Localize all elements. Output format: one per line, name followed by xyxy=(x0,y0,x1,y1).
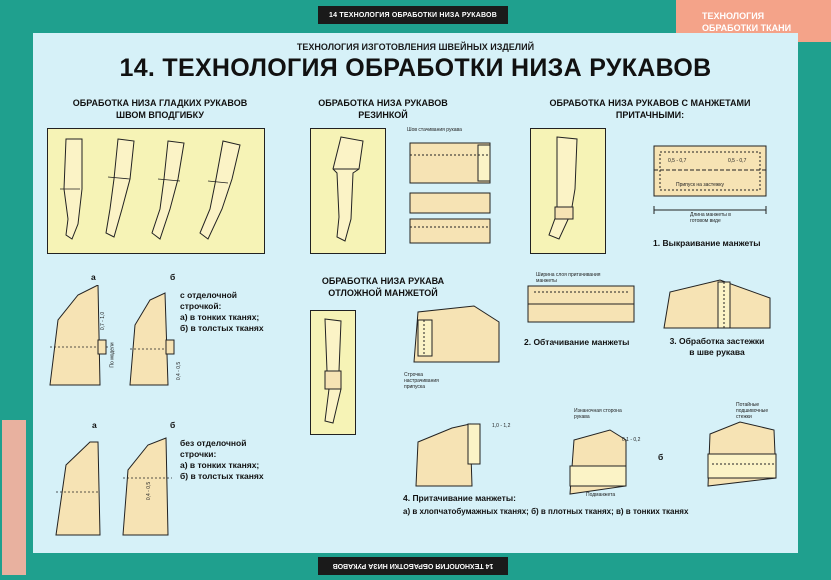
cuff-length-label: Длина манжеты в готовом виде xyxy=(690,212,731,224)
section-turnback-header: ОБРАБОТКА НИЗА РУКАВА ОТЛОЖНОЙ МАНЖЕТОЙ xyxy=(303,275,463,299)
with-stitch-l2: строчкой: xyxy=(180,301,222,311)
poster-subtitle: ТЕХНОЛОГИЯ ИЗГОТОВЛЕНИЯ ШВЕЙНЫХ ИЗДЕЛИЙ xyxy=(296,42,535,52)
dim-label-1: 0,7 - 1,0 xyxy=(100,311,107,331)
turnback-arm-figure xyxy=(310,310,356,435)
section-elastic-line2: РЕЗИНКОЙ xyxy=(358,110,408,120)
section-cuffs-line1: ОБРАБОТКА НИЗА РУКАВОВ С МАНЖЕТАМИ xyxy=(549,98,751,108)
corner-line-2: ОБРАБОТКИ ТКАНИ xyxy=(702,23,792,33)
attach-thin-diagram xyxy=(707,421,777,487)
step-3-line2: в шве рукава xyxy=(689,347,745,357)
section-elastic-line1: ОБРАБОТКА НИЗА РУКАВОВ xyxy=(318,98,448,108)
section-smooth-line2: ШВОМ ВПОДГИБКУ xyxy=(116,110,204,120)
section-turnback-line2: ОТЛОЖНОЙ МАНЖЕТОЙ xyxy=(328,288,438,298)
cuff-placket-diagram xyxy=(663,279,771,329)
publisher-strip xyxy=(2,420,26,575)
turnback-detail-diagram xyxy=(413,305,500,363)
cuff-fold-label: Припуск на застежку xyxy=(676,182,724,188)
cuff-arm-illustration xyxy=(548,136,578,240)
elastic-detail-diagram xyxy=(409,142,491,244)
step-4-label: 4. Притачивание манжеты: xyxy=(403,493,516,503)
turnback-arm-illustration xyxy=(324,318,342,424)
elastic-stitch-label: Шов стачивания рукава xyxy=(407,127,462,133)
cuff-width-label: Ширина слоя притачивания манжеты xyxy=(536,272,601,284)
dim-label-3: 0,4 - 0,5 xyxy=(146,481,153,501)
bottom-title-bar: 14 ТЕХНОЛОГИЯ ОБРАБОТКИ НИЗА РУКАВОВ xyxy=(318,557,508,575)
without-stitch-note: без отделочной строчки: а) в тонких ткан… xyxy=(180,438,264,482)
dim-label-5: 0,5 - 0,7 xyxy=(668,158,687,164)
with-stitch-note: с отделочной строчкой: а) в тонких тканя… xyxy=(180,290,264,334)
hem-no-stitch-diagrams xyxy=(55,437,172,536)
hem-with-stitch-diagrams xyxy=(49,285,175,386)
poster-title: 14. ТЕХНОЛОГИЯ ОБРАБОТКИ НИЗА РУКАВОВ xyxy=(119,54,712,82)
without-stitch-l2: строчки: xyxy=(180,449,217,459)
seam-lines-label: Изнаночная сторона рукава xyxy=(574,408,622,420)
attach-dense-diagram xyxy=(569,429,627,495)
corner-line-1: ТЕХНОЛОГИЯ xyxy=(702,11,765,21)
with-stitch-l1: с отделочной xyxy=(180,290,237,300)
step-3-line1: 3. Обработка застежки xyxy=(669,336,765,346)
step-4-variants: а) в хлопчатобумажных тканях; б) в плотн… xyxy=(403,507,689,516)
top-title-bar: 14 ТЕХНОЛОГИЯ ОБРАБОТКИ НИЗА РУКАВОВ xyxy=(318,6,508,24)
section-cuffs-header: ОБРАБОТКА НИЗА РУКАВОВ С МАНЖЕТАМИ ПРИТА… xyxy=(520,97,780,121)
step-1-label: 1. Выкраивание манжеты xyxy=(653,238,761,248)
attach-cotton-diagram xyxy=(415,423,481,487)
letter-a-bottom: а xyxy=(92,420,97,430)
cuff-arm-figure xyxy=(530,128,606,254)
letter-a-top: а xyxy=(91,272,96,282)
letter-b-bottom: б xyxy=(170,420,176,430)
without-stitch-l3: а) в тонких тканях; xyxy=(180,460,260,470)
cuff-stitch-label: Строчка настрачивания припуска xyxy=(404,372,439,390)
section-elastic-header: ОБРАБОТКА НИЗА РУКАВОВ РЕЗИНКОЙ xyxy=(303,97,463,121)
section-smooth-line1: ОБРАБОТКА НИЗА ГЛАДКИХ РУКАВОВ xyxy=(72,98,248,108)
with-stitch-l3: а) в тонких тканях; xyxy=(180,312,260,322)
letter-b-top: б xyxy=(170,272,176,282)
stitch-notes-label: Потайные подшивочные стежки xyxy=(736,402,769,420)
section-smooth-header: ОБРАБОТКА НИЗА ГЛАДКИХ РУКАВОВ ШВОМ ВПОД… xyxy=(45,97,275,121)
lining-label: Подманжета xyxy=(586,492,616,498)
step-3-label: 3. Обработка застежки в шве рукава xyxy=(662,336,772,358)
elastic-arm-illustration xyxy=(332,136,364,242)
letter-b-step4: б xyxy=(658,452,664,462)
arm-illustrations xyxy=(60,138,241,240)
cuff-pattern-diagram xyxy=(653,145,767,214)
cuff-stitching-diagram xyxy=(527,285,635,323)
step-2-label: 2. Обтачивание манжеты xyxy=(524,337,630,347)
seam-edge-label: По модели xyxy=(109,342,116,368)
without-stitch-l1: без отделочной xyxy=(180,438,247,448)
smooth-sleeves-figure xyxy=(47,128,265,254)
dim-label-6: 0,5 - 0,7 xyxy=(728,158,747,164)
elastic-arm-figure xyxy=(310,128,386,254)
section-cuffs-line2: ПРИТАЧНЫМИ: xyxy=(615,110,685,120)
dim-label-2: 0,4 - 0,5 xyxy=(176,361,183,381)
dim-label-7: 0,1 - 0,2 xyxy=(622,437,641,443)
dim-label-4: 1,0 - 1,2 xyxy=(492,423,511,429)
without-stitch-l4: б) в толстых тканях xyxy=(180,471,264,481)
with-stitch-l4: б) в толстых тканях xyxy=(180,323,264,333)
section-turnback-line1: ОБРАБОТКА НИЗА РУКАВА xyxy=(321,276,445,286)
